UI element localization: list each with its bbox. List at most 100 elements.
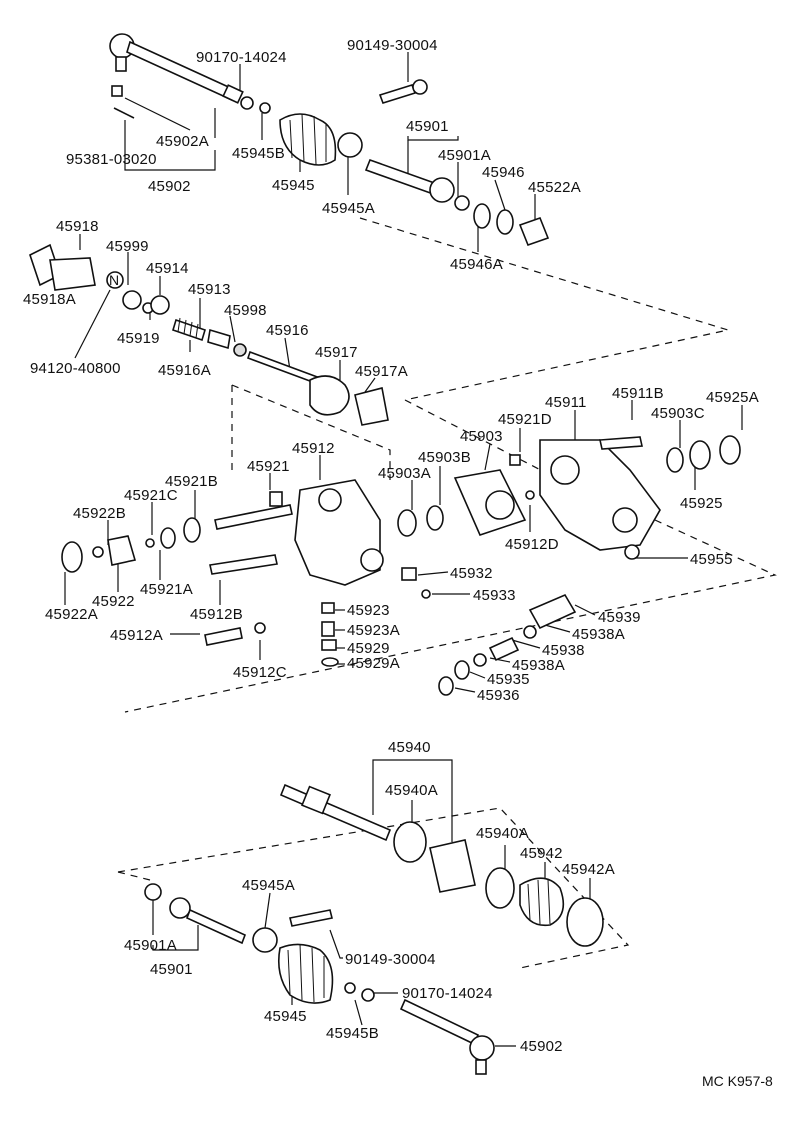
label-45903C: 45903C	[651, 405, 705, 422]
washer-45929A	[321, 657, 339, 667]
label-45998: 45998	[224, 302, 267, 319]
label-45946: 45946	[482, 164, 525, 181]
reference-code: MC K957-8	[702, 1073, 773, 1089]
bolt-head-top	[412, 79, 428, 95]
ring-45938A-lower	[473, 653, 487, 667]
label-45945-bottom: 45945	[264, 1008, 307, 1025]
label-45903B: 45903B	[418, 449, 471, 466]
valve-body-45939	[528, 593, 577, 630]
label-45921B: 45921B	[165, 473, 218, 490]
label-90149-30004-top: 90149-30004	[347, 37, 438, 54]
washer-45903C	[666, 447, 684, 473]
label-45902-top: 45902	[148, 178, 191, 195]
inner-tie-rod-bottom	[185, 908, 247, 945]
label-45922A: 45922A	[45, 606, 98, 623]
ring-45946A	[473, 203, 491, 229]
label-45522A: 45522A	[528, 179, 581, 196]
label-45901A-bottom: 45901A	[124, 937, 177, 954]
label-45917: 45917	[315, 344, 358, 361]
seal-45935	[454, 660, 470, 680]
lock-washer-top	[240, 96, 254, 110]
bolt-90149-top	[378, 84, 417, 104]
label-45925: 45925	[680, 495, 723, 512]
assembly-boundaries	[117, 217, 777, 969]
lock-washer-45901A-bottom	[144, 883, 162, 901]
gear-housing-45911	[539, 439, 661, 551]
label-45938A-1: 45938A	[572, 626, 625, 643]
ring-45998	[233, 343, 247, 357]
upper-tie-rod-group	[109, 33, 550, 247]
label-45922B: 45922B	[73, 505, 126, 522]
adjusting-screw-45999	[122, 290, 142, 310]
bolt-90149-bottom	[289, 909, 333, 927]
shaft-pin	[269, 491, 283, 507]
n-marker-circle	[106, 271, 124, 289]
inner-ball-joint-bottom	[169, 897, 191, 919]
bolt-45912A	[204, 627, 243, 646]
n-marker: N	[109, 272, 119, 288]
label-45903: 45903	[460, 428, 503, 445]
seal-45940A	[485, 867, 515, 909]
cap-45923	[321, 602, 335, 614]
seal-45922A	[61, 541, 83, 573]
control-valve-shaft-45916	[246, 350, 322, 386]
label-45919: 45919	[117, 330, 160, 347]
seal-45903A	[397, 509, 417, 537]
housing-bore-right	[550, 455, 580, 485]
steering-rack-boot-top	[279, 113, 337, 166]
label-45936: 45936	[477, 687, 520, 704]
label-45921A: 45921A	[140, 581, 193, 598]
gear-housing-group	[61, 435, 741, 667]
label-45918: 45918	[56, 218, 99, 235]
label-45940: 45940	[388, 739, 431, 756]
seal-45925A	[719, 435, 741, 465]
label-45929A: 45929A	[347, 655, 400, 672]
tie-rod-end-ball-bottom	[469, 1035, 495, 1061]
label-94120-40800: 94120-40800	[30, 360, 121, 377]
housing-port-left	[360, 548, 384, 572]
label-45945A-bottom: 45945A	[242, 877, 295, 894]
rack-end-45522A	[518, 216, 550, 247]
lock-washer-45901A	[454, 195, 470, 211]
boot-clamp-top	[337, 132, 363, 158]
housing-45912	[294, 479, 381, 586]
lower-tie-rod-group	[144, 883, 495, 1075]
label-45902A-top: 45902A	[156, 133, 209, 150]
housing-port-right	[612, 507, 638, 533]
label-45901-top: 45901	[406, 118, 449, 135]
label-45923: 45923	[347, 602, 390, 619]
label-45933: 45933	[473, 587, 516, 604]
label-45923A: 45923A	[347, 622, 400, 639]
label-45902-bottom: 45902	[520, 1038, 563, 1055]
tie-rod-end-stud	[115, 56, 127, 72]
tie-rod-end-stud-bottom	[475, 1059, 487, 1075]
label-45935: 45935	[487, 671, 530, 688]
seal-45914	[150, 295, 170, 315]
plug-45921D	[509, 454, 521, 466]
label-45999: 45999	[106, 238, 149, 255]
label-45945-top: 45945	[272, 177, 315, 194]
clip-45955	[624, 544, 640, 560]
tie-rod-lock-nut	[222, 84, 244, 104]
label-90149-30004-bottom: 90149-30004	[345, 951, 436, 968]
label-45916A: 45916A	[158, 362, 211, 379]
inner-tie-rod-top	[364, 158, 442, 197]
label-45955: 45955	[690, 551, 733, 568]
boot-clamp-bottom	[252, 927, 278, 953]
label-45929: 45929	[347, 640, 390, 657]
label-45940A-1: 45940A	[385, 782, 438, 799]
label-45942A: 45942A	[562, 861, 615, 878]
inner-ball-joint-top	[429, 177, 455, 203]
rack-group	[279, 783, 604, 947]
label-45917A: 45917A	[355, 363, 408, 380]
label-95381-03020: 95381-03020	[66, 151, 157, 168]
cover-45942A	[566, 897, 604, 947]
label-45912B: 45912B	[190, 606, 243, 623]
label-45911: 45911	[545, 394, 587, 411]
label-45912C: 45912C	[233, 664, 287, 681]
nut-45929	[321, 639, 337, 651]
label-45938: 45938	[542, 642, 585, 659]
label-90170-14024-bottom: 90170-14024	[402, 985, 493, 1002]
steering-rack-boot-bottom	[277, 943, 334, 1004]
